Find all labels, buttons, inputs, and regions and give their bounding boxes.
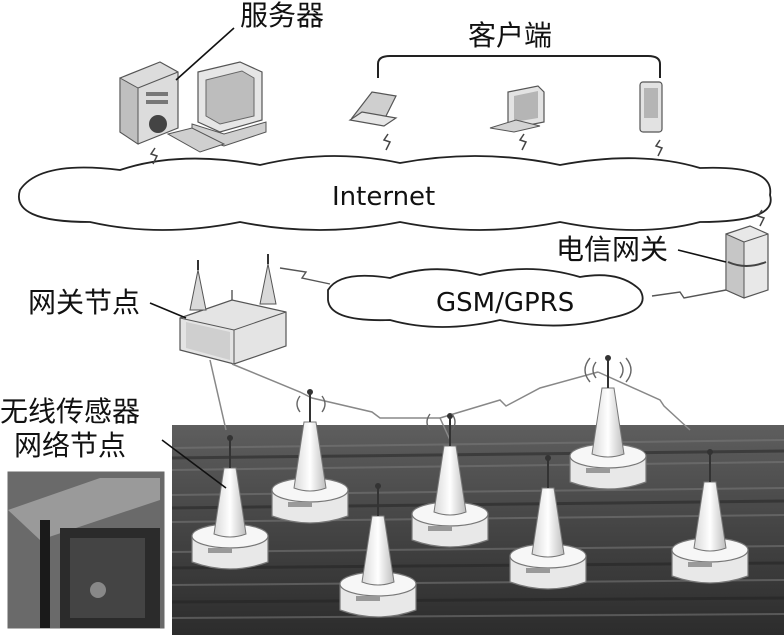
phone-client-icon xyxy=(640,82,662,132)
gateway-node-label: 网关节点 xyxy=(28,289,140,317)
workstation-icon xyxy=(168,62,266,152)
radio-waves xyxy=(297,358,631,430)
telecom-label-leader xyxy=(678,250,726,262)
clients-label: 客户端 xyxy=(468,22,552,50)
internet-label: Internet xyxy=(332,184,435,210)
gateway-node-icon xyxy=(180,254,286,364)
sensor-node-label-line1: 无线传感器 xyxy=(0,398,140,426)
telecom-gateway-icon xyxy=(726,226,768,298)
laptop-icon xyxy=(350,92,396,126)
server-label: 服务器 xyxy=(240,2,324,30)
server-icon xyxy=(120,62,178,144)
desktop-client-icon xyxy=(490,86,544,132)
telecom-gateway-label: 电信网关 xyxy=(556,236,668,264)
device-inset-photo xyxy=(6,470,166,630)
gateway-node-label-leader xyxy=(150,303,186,318)
gsm-gprs-label: GSM/GPRS xyxy=(436,290,574,316)
clients-bracket xyxy=(378,56,660,78)
sensor-node-label-line2: 网络节点 xyxy=(14,432,126,460)
sensor-node-6 xyxy=(570,355,646,489)
